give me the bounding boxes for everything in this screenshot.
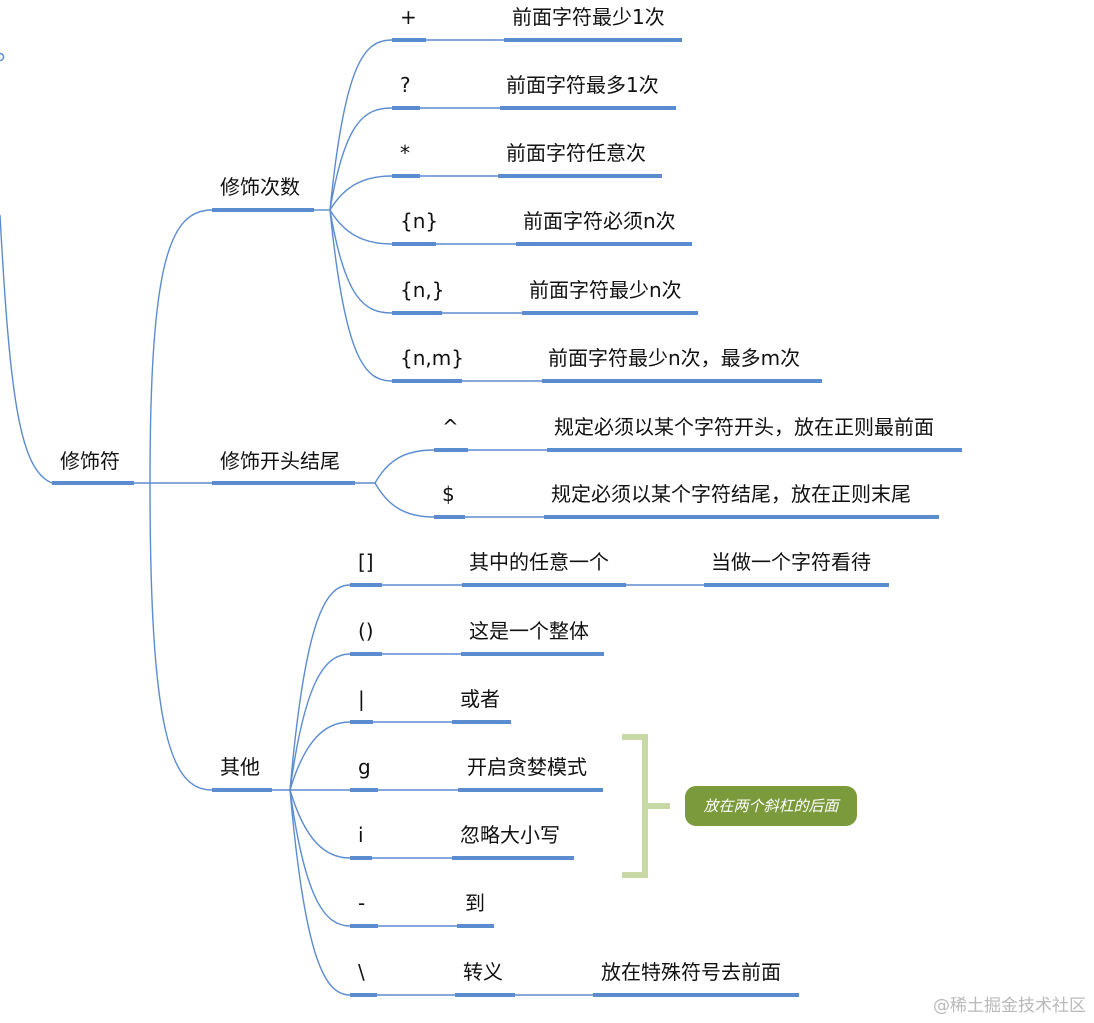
symbol-label: () xyxy=(358,619,374,643)
branch-other[interactable]: 其他 xyxy=(212,755,272,792)
branch-count-label: 修饰次数 xyxy=(220,175,300,199)
symbol-label: ^ xyxy=(442,415,459,439)
symbol-label: $ xyxy=(442,482,455,506)
other-connector-6 xyxy=(289,789,351,927)
branch-other-label: 其他 xyxy=(220,755,260,779)
other-connector-2 xyxy=(289,653,351,791)
anchor-connector-2 xyxy=(374,482,435,518)
count-connector-1 xyxy=(329,39,393,211)
desc-label: 前面字符最少n次 xyxy=(529,278,682,302)
summary-note-label: 放在两个斜杠的后面 xyxy=(703,797,841,815)
other-item-parens[interactable]: () 这是一个整体 xyxy=(350,619,604,656)
count-connector-6 xyxy=(329,209,393,382)
desc-label: 前面字符必须n次 xyxy=(523,209,676,233)
count-item-n-m[interactable]: {n,m} 前面字符最少n次，最多m次 xyxy=(392,346,822,383)
summary-note-box xyxy=(685,786,857,826)
count-connector-4 xyxy=(329,209,393,245)
symbol-label: + xyxy=(400,5,417,29)
symbol-label: ? xyxy=(400,73,411,97)
branch-count[interactable]: 修饰次数 xyxy=(212,175,314,212)
desc-label: 其中的任意一个 xyxy=(469,550,609,574)
symbol-label: [] xyxy=(358,550,374,574)
desc-label: 这是一个整体 xyxy=(469,619,589,643)
desc-label: 前面字符任意次 xyxy=(506,141,646,165)
other-item-pipe[interactable]: | 或者 xyxy=(350,687,511,724)
desc-label: 或者 xyxy=(460,687,500,711)
desc-label: 开启贪婪模式 xyxy=(467,755,587,779)
desc-label: 转义 xyxy=(463,960,503,984)
desc-label: 前面字符最少n次，最多m次 xyxy=(548,346,800,370)
root-incoming-connector xyxy=(0,214,53,484)
other-connector-1 xyxy=(289,584,351,791)
symbol-label: \ xyxy=(358,960,365,984)
summary-bracket xyxy=(622,734,648,878)
summary-note[interactable]: 放在两个斜杠的后面 xyxy=(685,786,857,826)
desc-label: 规定必须以某个字符开头，放在正则最前面 xyxy=(554,415,934,439)
watermark: @稀土掘金技术社区 xyxy=(933,996,1086,1016)
symbol-label: - xyxy=(358,891,365,915)
anchor-connector-1 xyxy=(374,449,435,484)
other-item-g[interactable]: g 开启贪婪模式 xyxy=(350,755,603,792)
other-connector-5 xyxy=(289,789,351,859)
symbol-label: | xyxy=(358,687,365,711)
count-item-n-plus[interactable]: {n,} 前面字符最少n次 xyxy=(392,278,698,315)
symbol-label: {n} xyxy=(400,209,438,233)
other-item-dash[interactable]: - 到 xyxy=(350,891,494,928)
desc-label: 到 xyxy=(465,891,485,915)
count-connector-5 xyxy=(329,209,393,314)
other-connector-7 xyxy=(289,789,351,996)
desc-label: 前面字符最少1次 xyxy=(512,5,665,29)
count-item-question[interactable]: ? 前面字符最多1次 xyxy=(392,73,676,110)
desc-label: 忽略大小写 xyxy=(460,823,560,847)
count-item-plus[interactable]: + 前面字符最少1次 xyxy=(392,5,682,42)
count-connector-3 xyxy=(329,175,393,211)
symbol-label: g xyxy=(358,755,371,779)
symbol-label: {n,m} xyxy=(400,346,464,370)
other-item-brackets[interactable]: [] 其中的任意一个 当做一个字符看待 xyxy=(350,550,889,587)
extra-label: 当做一个字符看待 xyxy=(711,550,871,574)
other-connector-3 xyxy=(289,721,351,791)
collapse-indicator-icon xyxy=(0,52,5,62)
root-to-count-connector xyxy=(149,209,213,484)
branch-anchor[interactable]: 修饰开头结尾 xyxy=(212,449,355,485)
desc-label: 前面字符最多1次 xyxy=(506,73,659,97)
root-node[interactable]: 修饰符 xyxy=(52,449,134,485)
root-to-other-connector xyxy=(149,482,213,791)
desc-label: 规定必须以某个字符结尾，放在正则末尾 xyxy=(551,482,911,506)
count-item-star[interactable]: * 前面字符任意次 xyxy=(392,141,662,178)
branch-anchor-label: 修饰开头结尾 xyxy=(220,449,340,473)
symbol-label: {n,} xyxy=(400,278,444,302)
other-item-i[interactable]: i 忽略大小写 xyxy=(350,823,574,860)
count-connector-2 xyxy=(329,107,393,211)
symbol-label: i xyxy=(358,823,364,847)
extra-label: 放在特殊符号去前面 xyxy=(601,960,781,984)
anchor-item-caret[interactable]: ^ 规定必须以某个字符开头，放在正则最前面 xyxy=(434,415,962,452)
root-label: 修饰符 xyxy=(60,449,120,473)
symbol-label: * xyxy=(400,141,410,165)
anchor-item-dollar[interactable]: $ 规定必须以某个字符结尾，放在正则末尾 xyxy=(434,482,939,519)
other-item-backslash[interactable]: \ 转义 放在特殊符号去前面 xyxy=(350,960,799,997)
count-item-n[interactable]: {n} 前面字符必须n次 xyxy=(392,209,692,246)
